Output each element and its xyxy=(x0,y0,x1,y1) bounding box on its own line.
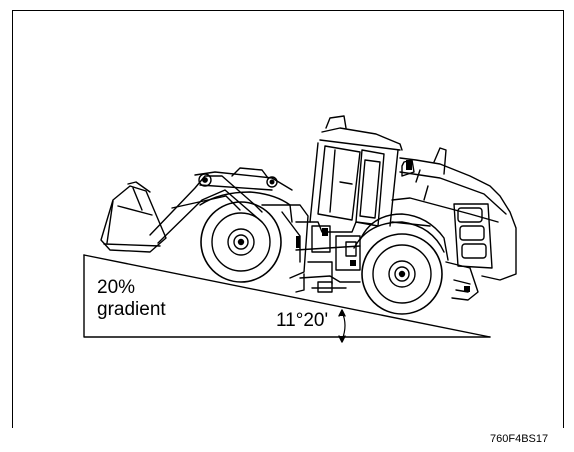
figure-code: 760F4BS17 xyxy=(490,433,549,445)
lift-arm xyxy=(149,167,293,244)
cab xyxy=(309,115,403,227)
bucket xyxy=(100,181,167,253)
slope-triangle xyxy=(83,254,491,338)
wheel-loader-illustration xyxy=(100,115,517,315)
engine-hood xyxy=(391,147,517,281)
rear-grille xyxy=(453,203,493,269)
front-wheel xyxy=(200,201,282,283)
rear-fender xyxy=(353,213,449,261)
gradient-percent-label: 20% xyxy=(97,277,136,298)
shadow-details xyxy=(296,160,470,292)
gradient-word-label: gradient xyxy=(97,299,166,320)
angle-label: 11°20' xyxy=(276,310,329,331)
figure-frame xyxy=(12,10,564,428)
rear-wheel xyxy=(361,233,443,315)
angle-marker xyxy=(338,309,346,343)
counterweight xyxy=(295,261,479,301)
